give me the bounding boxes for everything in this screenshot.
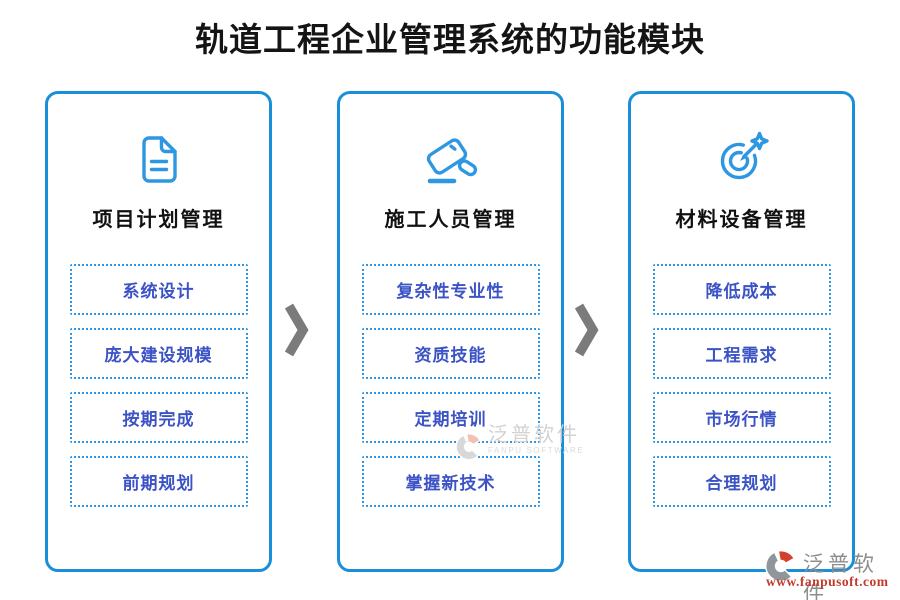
feature-item: 合理规划 <box>652 456 831 507</box>
chevron-right-icon <box>284 303 311 357</box>
document-icon <box>131 131 187 187</box>
page-title: 轨道工程企业管理系统的功能模块 <box>195 23 705 59</box>
feature-item: 工程需求 <box>652 328 831 379</box>
feature-item: 前期规划 <box>69 456 248 507</box>
feature-item: 市场行情 <box>652 392 831 443</box>
feature-list: 复杂性专业性 资质技能 定期培训 掌握新技术 <box>361 264 540 507</box>
feature-item: 资质技能 <box>361 328 540 379</box>
card-title: 项目计划管理 <box>92 209 225 231</box>
card-construction-staff-management: 施工人员管理 复杂性专业性 资质技能 定期培训 掌握新技术 <box>337 91 564 572</box>
feature-item: 掌握新技术 <box>361 456 540 507</box>
feature-item: 降低成本 <box>652 264 831 315</box>
card-project-plan-management: 项目计划管理 系统设计 庞大建设规模 按期完成 前期规划 <box>45 91 272 572</box>
gavel-icon <box>423 131 479 187</box>
card-title: 材料设备管理 <box>675 209 808 231</box>
watermark-url: www.fanpusoft.com <box>766 574 889 589</box>
target-dart-icon <box>714 131 770 187</box>
card-title: 施工人员管理 <box>384 209 517 231</box>
feature-item: 庞大建设规模 <box>69 328 248 379</box>
feature-list: 系统设计 庞大建设规模 按期完成 前期规划 <box>69 264 248 507</box>
chevron-right-icon <box>574 303 601 357</box>
feature-item: 定期培训 <box>361 392 540 443</box>
card-material-equipment-management: 材料设备管理 降低成本 工程需求 市场行情 合理规划 <box>628 91 855 572</box>
feature-item: 复杂性专业性 <box>361 264 540 315</box>
feature-list: 降低成本 工程需求 市场行情 合理规划 <box>652 264 831 507</box>
feature-item: 系统设计 <box>69 264 248 315</box>
feature-item: 按期完成 <box>69 392 248 443</box>
